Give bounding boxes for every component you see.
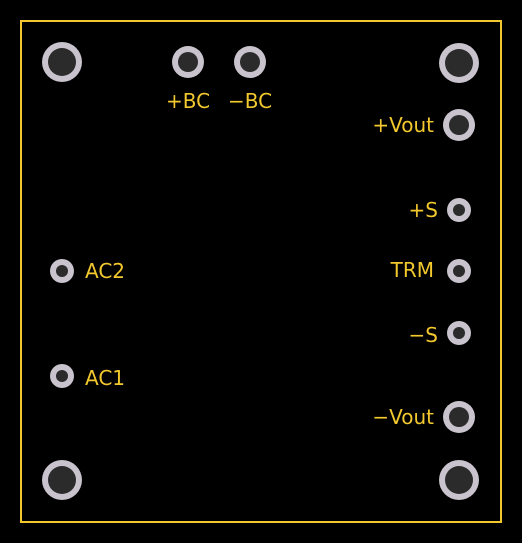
label-sense-neg: −S xyxy=(409,323,438,347)
label-bc-neg: −BC xyxy=(228,89,272,113)
pad-sense-pos xyxy=(447,198,471,222)
pad-ac2 xyxy=(50,259,74,283)
mounting-hole-top-right xyxy=(439,43,479,83)
label-sense-pos: +S xyxy=(409,198,438,222)
pad-vout-pos xyxy=(443,109,475,141)
pad-bc-neg xyxy=(234,46,266,78)
board-outline xyxy=(20,20,502,523)
mounting-hole-bottom-left xyxy=(42,460,82,500)
label-ac2: AC2 xyxy=(85,259,125,283)
pad-ac1 xyxy=(50,364,74,388)
label-bc-pos: +BC xyxy=(166,89,210,113)
label-vout-neg: −Vout xyxy=(372,405,434,429)
mounting-hole-bottom-right xyxy=(439,460,479,500)
label-vout-pos: +Vout xyxy=(372,113,434,137)
mounting-hole-top-left xyxy=(42,42,82,82)
pad-sense-neg xyxy=(447,321,471,345)
pad-vout-neg xyxy=(443,401,475,433)
pad-bc-pos xyxy=(172,46,204,78)
label-trim: TRM xyxy=(390,258,434,282)
label-ac1: AC1 xyxy=(85,366,125,390)
pad-trim xyxy=(447,259,471,283)
